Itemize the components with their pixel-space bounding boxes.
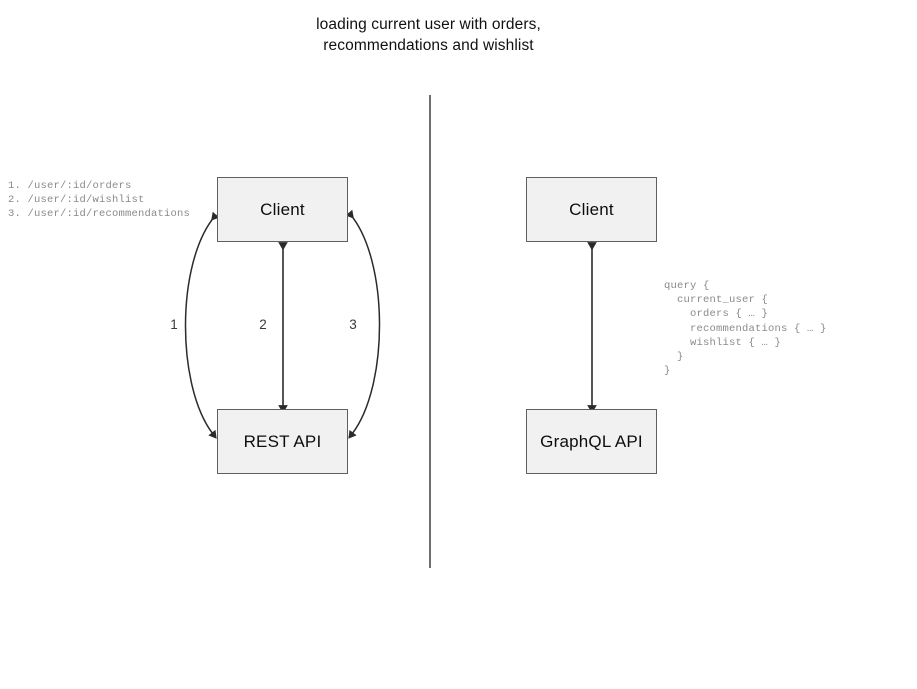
edge-label-2: 2: [259, 317, 267, 332]
node-graphql-api[interactable]: GraphQL API: [526, 409, 657, 474]
edge-label-3: 3: [349, 317, 357, 332]
vertical-divider: [429, 95, 431, 568]
edge-label-1: 1: [170, 317, 178, 332]
rest-endpoint-list: 1. /user/:id/orders 2. /user/:id/wishlis…: [8, 180, 191, 221]
page-title: loading current user with orders, recomm…: [316, 16, 541, 54]
node-rest-api[interactable]: REST API: [217, 409, 348, 474]
graphql-query-snippet: query { current_user { orders { … } reco…: [664, 280, 827, 378]
node-client-graphql[interactable]: Client: [526, 177, 657, 242]
node-client-rest[interactable]: Client: [217, 177, 348, 242]
edge-rest-1: [184, 211, 220, 439]
